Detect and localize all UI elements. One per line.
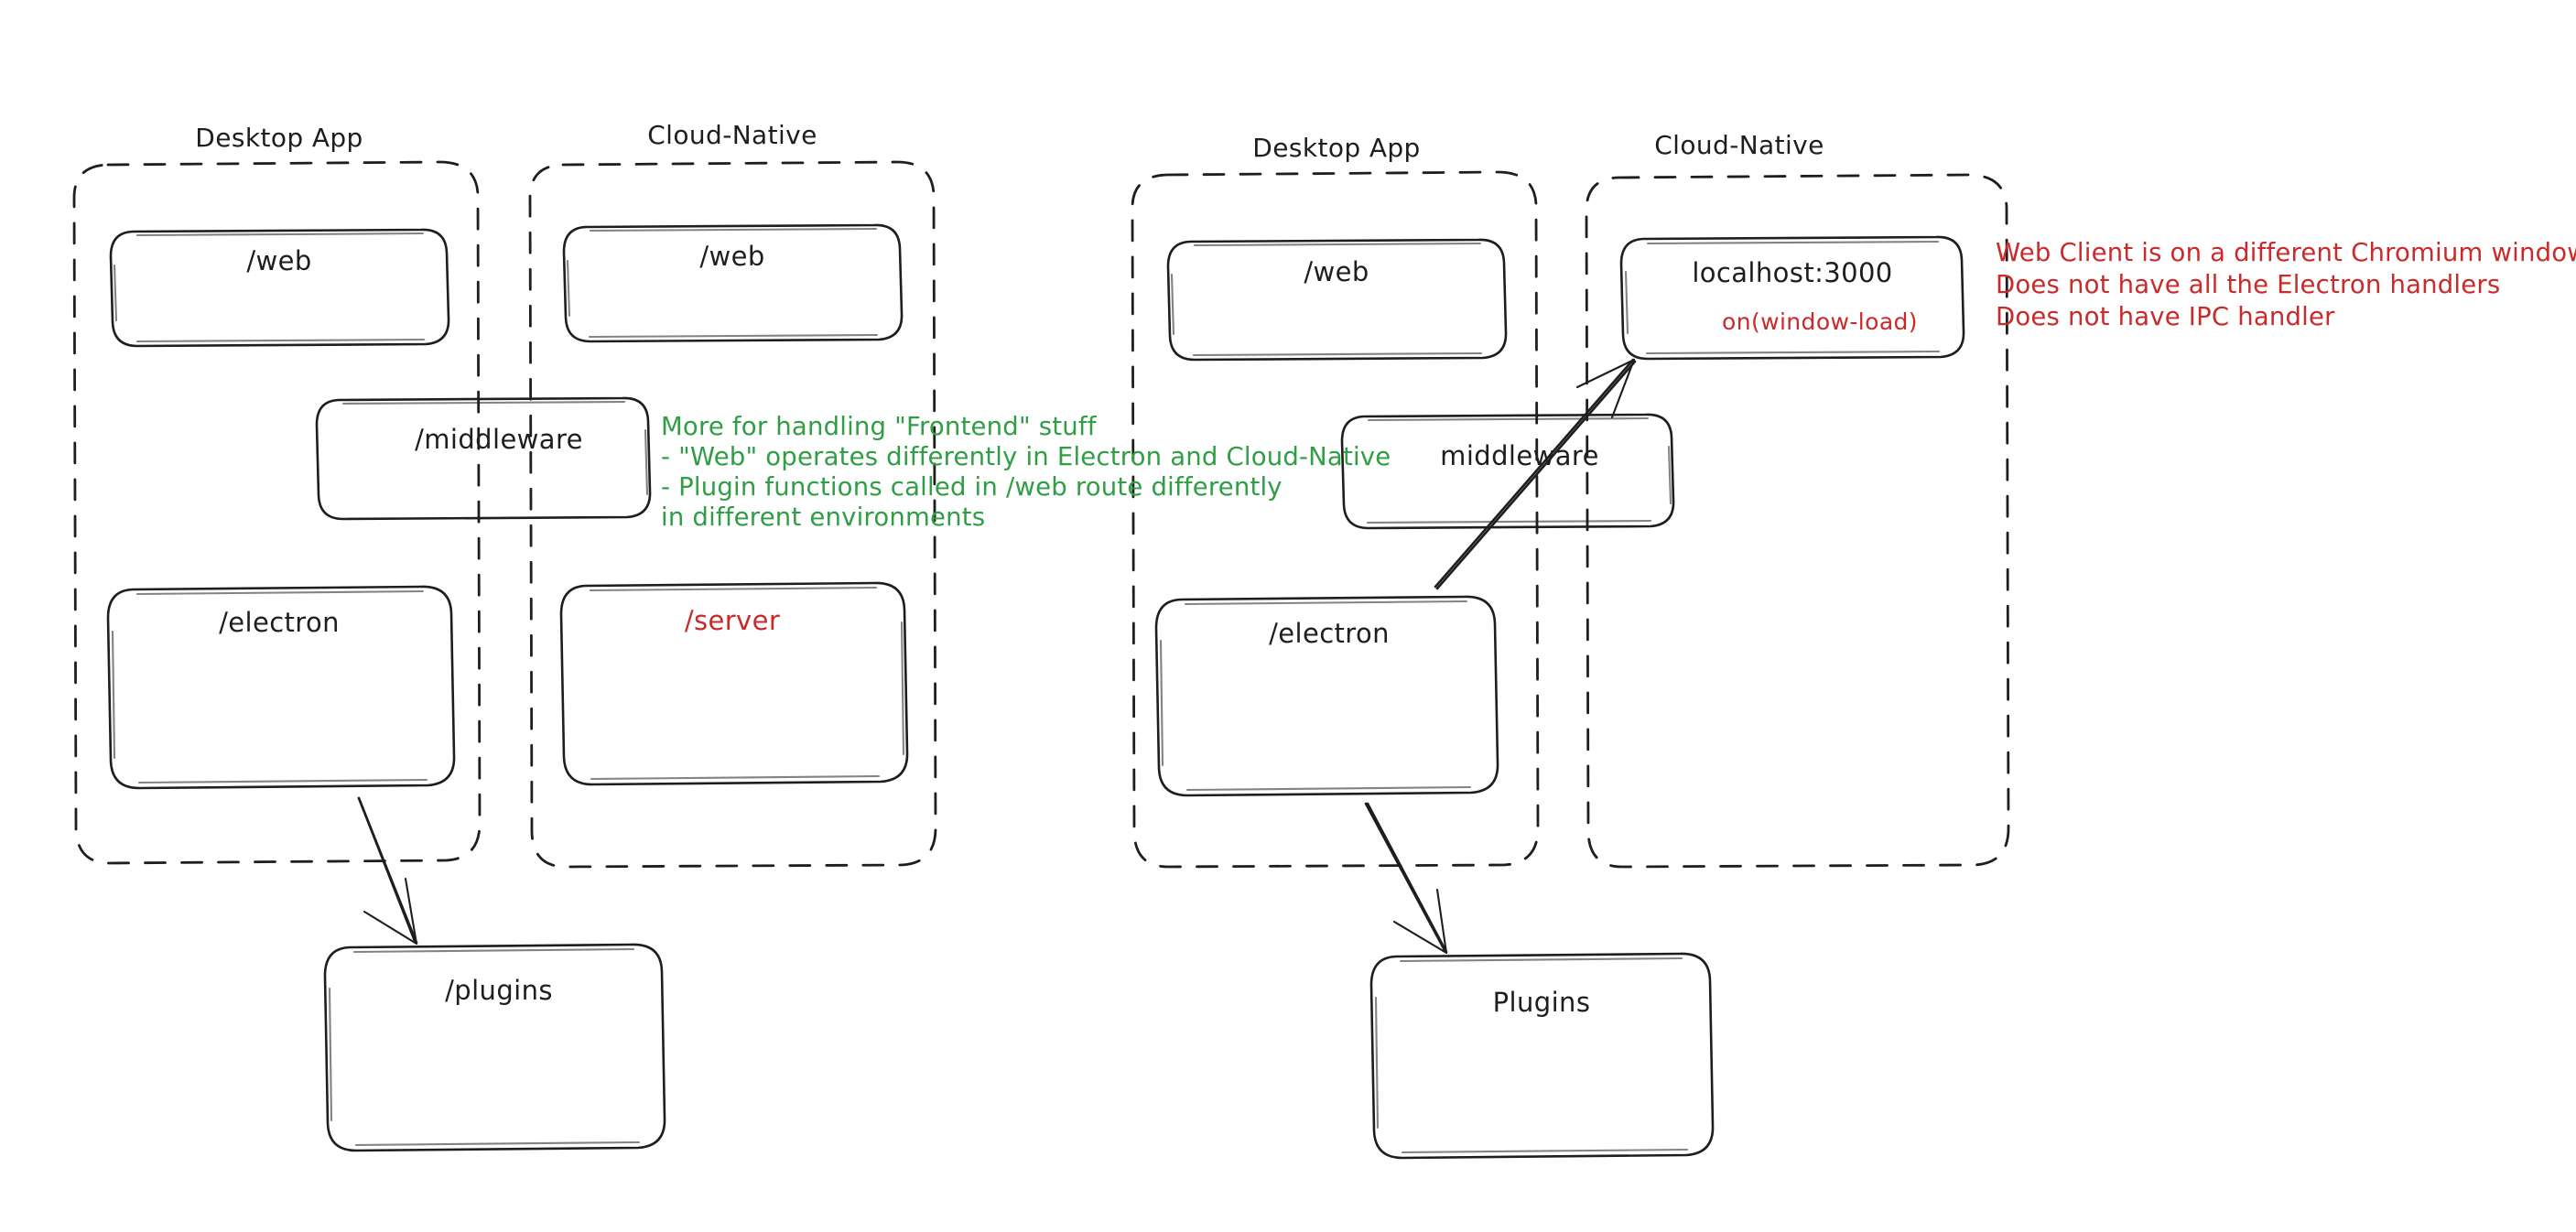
arrow-r-electron-to-plugins [1364, 802, 1448, 955]
box-label-l-web-cloud[interactable]: /web [699, 241, 764, 272]
box-label-r-electron[interactable]: /electron [1269, 618, 1390, 649]
box-shape-r-electron [1154, 595, 1499, 797]
box-label-l-plugins[interactable]: /plugins [445, 975, 553, 1006]
note-red-line-1: Web Client is on a different Chromium wi… [1996, 238, 2576, 267]
box-shape-l-web-desktop [109, 228, 450, 348]
box-label-l-electron[interactable]: /electron [219, 607, 340, 638]
box-shape-l-server [559, 581, 909, 786]
box-shape-l-middleware [315, 396, 652, 521]
note-green-line-4: in different environments [661, 503, 985, 532]
box-label-l-web-desktop[interactable]: /web [246, 245, 311, 276]
group-container-left-cloud [528, 160, 937, 869]
note-red-line-3: Does not have IPC handler [1996, 302, 2335, 331]
box-shape-l-electron [106, 585, 456, 790]
note-green-line-2: - "Web" operates differently in Electron… [661, 442, 1391, 471]
box-label-r-localhost[interactable]: localhost:3000 [1692, 257, 1892, 288]
box-shape-r-plugins [1369, 952, 1715, 1160]
box-sublabel-r-localhost-onwindowload: on(window-load) [1722, 308, 1918, 335]
box-label-r-web-desktop[interactable]: /web [1304, 256, 1369, 287]
note-green-line-3: - Plugin functions called in /web route … [661, 472, 1283, 502]
box-label-r-middleware[interactable]: middleware [1440, 440, 1599, 471]
group-container-right-cloud [1585, 173, 2010, 869]
arrow-to-localhost [1434, 358, 1637, 590]
group-container-left-desktop [72, 160, 482, 865]
note-green-frontend: More for handling "Frontend" stuff - "We… [661, 412, 1391, 532]
group-label-right-desktop: Desktop App [1252, 133, 1420, 163]
box-label-r-plugins[interactable]: Plugins [1493, 987, 1591, 1018]
group-label-left-desktop: Desktop App [195, 123, 363, 153]
box-label-l-middleware[interactable]: /middleware [415, 424, 583, 455]
box-shape-r-localhost [1619, 235, 1965, 361]
group-container-right-desktop [1131, 170, 1540, 869]
box-label-l-server[interactable]: /server [685, 605, 780, 636]
box-shape-l-plugins [323, 943, 666, 1152]
note-green-line-1: More for handling "Frontend" stuff [661, 412, 1098, 441]
note-red-line-2: Does not have all the Electron handlers [1996, 270, 2500, 299]
group-label-left-cloud: Cloud-Native [647, 120, 817, 150]
arrow-l-electron-to-plugins [357, 796, 418, 946]
box-shape-r-web-desktop [1166, 238, 1508, 362]
note-red-webclient: Web Client is on a different Chromium wi… [1996, 238, 2576, 331]
box-shape-l-web-cloud [562, 223, 904, 343]
box-shape-r-middleware [1340, 413, 1675, 530]
group-label-right-cloud: Cloud-Native [1654, 130, 1824, 160]
